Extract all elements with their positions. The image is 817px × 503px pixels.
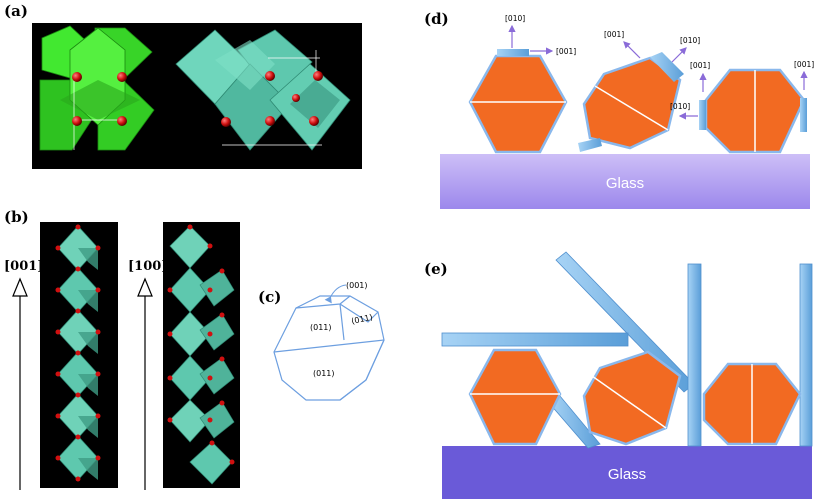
panel-a-label: (a) xyxy=(4,2,28,20)
axis-100-arrowhead xyxy=(137,277,153,297)
crystal-e-2 xyxy=(582,350,682,446)
face-001-pointer xyxy=(324,284,347,304)
chain-100-octahedra xyxy=(167,224,235,485)
label-d-010-c: [010] xyxy=(670,102,690,111)
rod-top-d-1 xyxy=(497,49,529,56)
axis-label-100: [100] xyxy=(128,259,167,274)
nanorods-e xyxy=(441,251,813,449)
crystal-outline xyxy=(273,295,385,401)
rod-vertical-1 xyxy=(687,263,702,447)
chain-001-octahedra xyxy=(55,224,101,482)
label-d-010-b: [010] xyxy=(680,36,700,45)
teal-octahedra-cluster xyxy=(175,29,351,151)
crystal-d-3 xyxy=(699,68,807,154)
rod-left-d-3 xyxy=(699,100,706,130)
crystal-d-1 xyxy=(468,49,568,154)
panel-a: (a) xyxy=(4,2,362,169)
axis-label-001: [001] xyxy=(4,259,43,274)
octahedra-chain-100 xyxy=(163,222,240,488)
arrow-d-001-b xyxy=(623,41,641,59)
panel-d: (d) Glass [010] [001] [001] [010] xyxy=(424,10,814,209)
arrow-d-010-b xyxy=(671,47,687,63)
label-d-010-a: [010] xyxy=(505,14,525,23)
label-d-001-d: [001] xyxy=(794,60,814,69)
panel-b-label: (b) xyxy=(4,208,29,226)
axis-001-arrowhead xyxy=(12,277,28,297)
crystal-e-1 xyxy=(468,348,562,446)
glass-label-d: Glass xyxy=(606,175,644,192)
panel-c-label: (c) xyxy=(258,288,281,306)
face-label-011-upper: (011) xyxy=(310,323,332,332)
rod-right-d-3 xyxy=(800,98,807,132)
label-d-001-a: [001] xyxy=(556,47,576,56)
panel-b: (b) [001] [100] xyxy=(4,208,240,490)
panel-d-label: (d) xyxy=(424,10,449,28)
crystal-d-2 xyxy=(578,52,684,152)
face-label-011-side: (011) xyxy=(351,313,374,326)
rod-horizontal xyxy=(441,332,629,347)
label-d-001-c: [001] xyxy=(690,61,710,70)
glass-label-e: Glass xyxy=(608,466,646,483)
green-octahedra-cluster xyxy=(39,25,155,151)
face-label-011-lower: (011) xyxy=(313,369,335,378)
panel-e-label: (e) xyxy=(424,260,448,278)
rod-tilt-d-2 xyxy=(650,52,684,82)
panel-e: (e) Glass xyxy=(424,251,813,499)
glass-substrate-d xyxy=(440,154,810,209)
label-d-001-b: [001] xyxy=(604,30,624,39)
rod-vertical-2 xyxy=(799,263,813,447)
crystal-e-3 xyxy=(702,362,802,446)
face-label-001: (001) xyxy=(346,281,368,290)
rod-bottom-d-2 xyxy=(578,138,602,152)
panel-c: (c) (001) (011) (011) (011) xyxy=(258,281,385,401)
glass-substrate-e xyxy=(442,446,812,499)
